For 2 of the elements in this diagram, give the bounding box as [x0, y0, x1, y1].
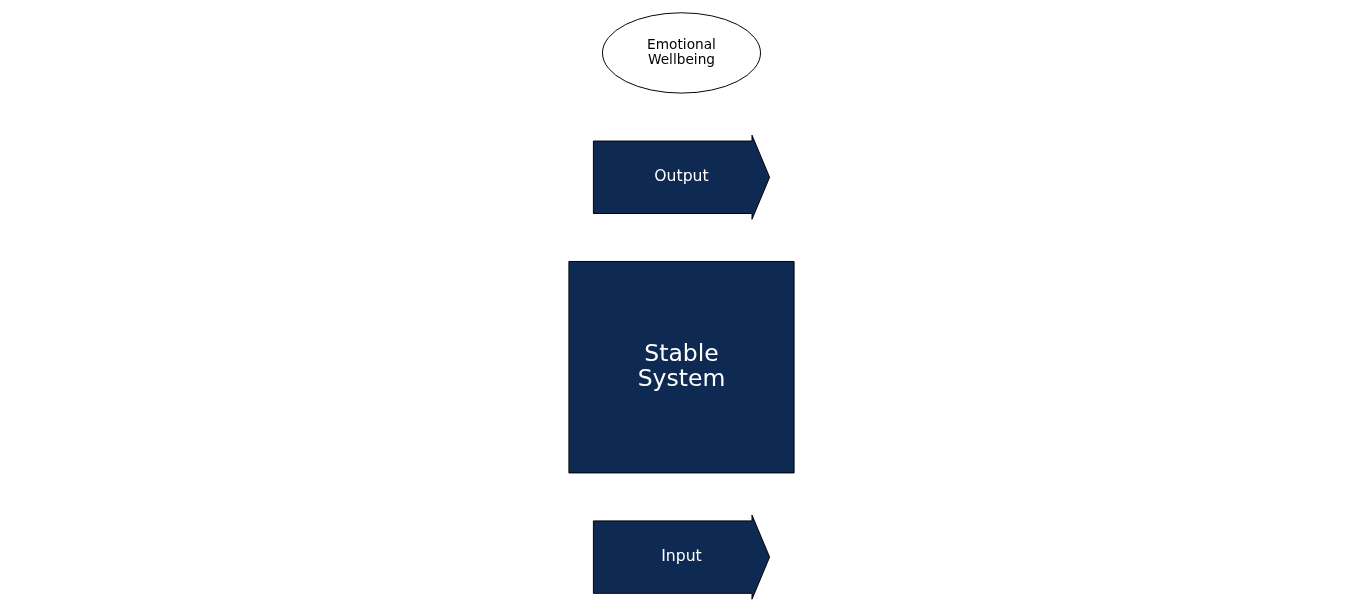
- node-box: Stable System: [568, 260, 795, 474]
- node-ellipse: Emotional Wellbeing: [602, 12, 761, 94]
